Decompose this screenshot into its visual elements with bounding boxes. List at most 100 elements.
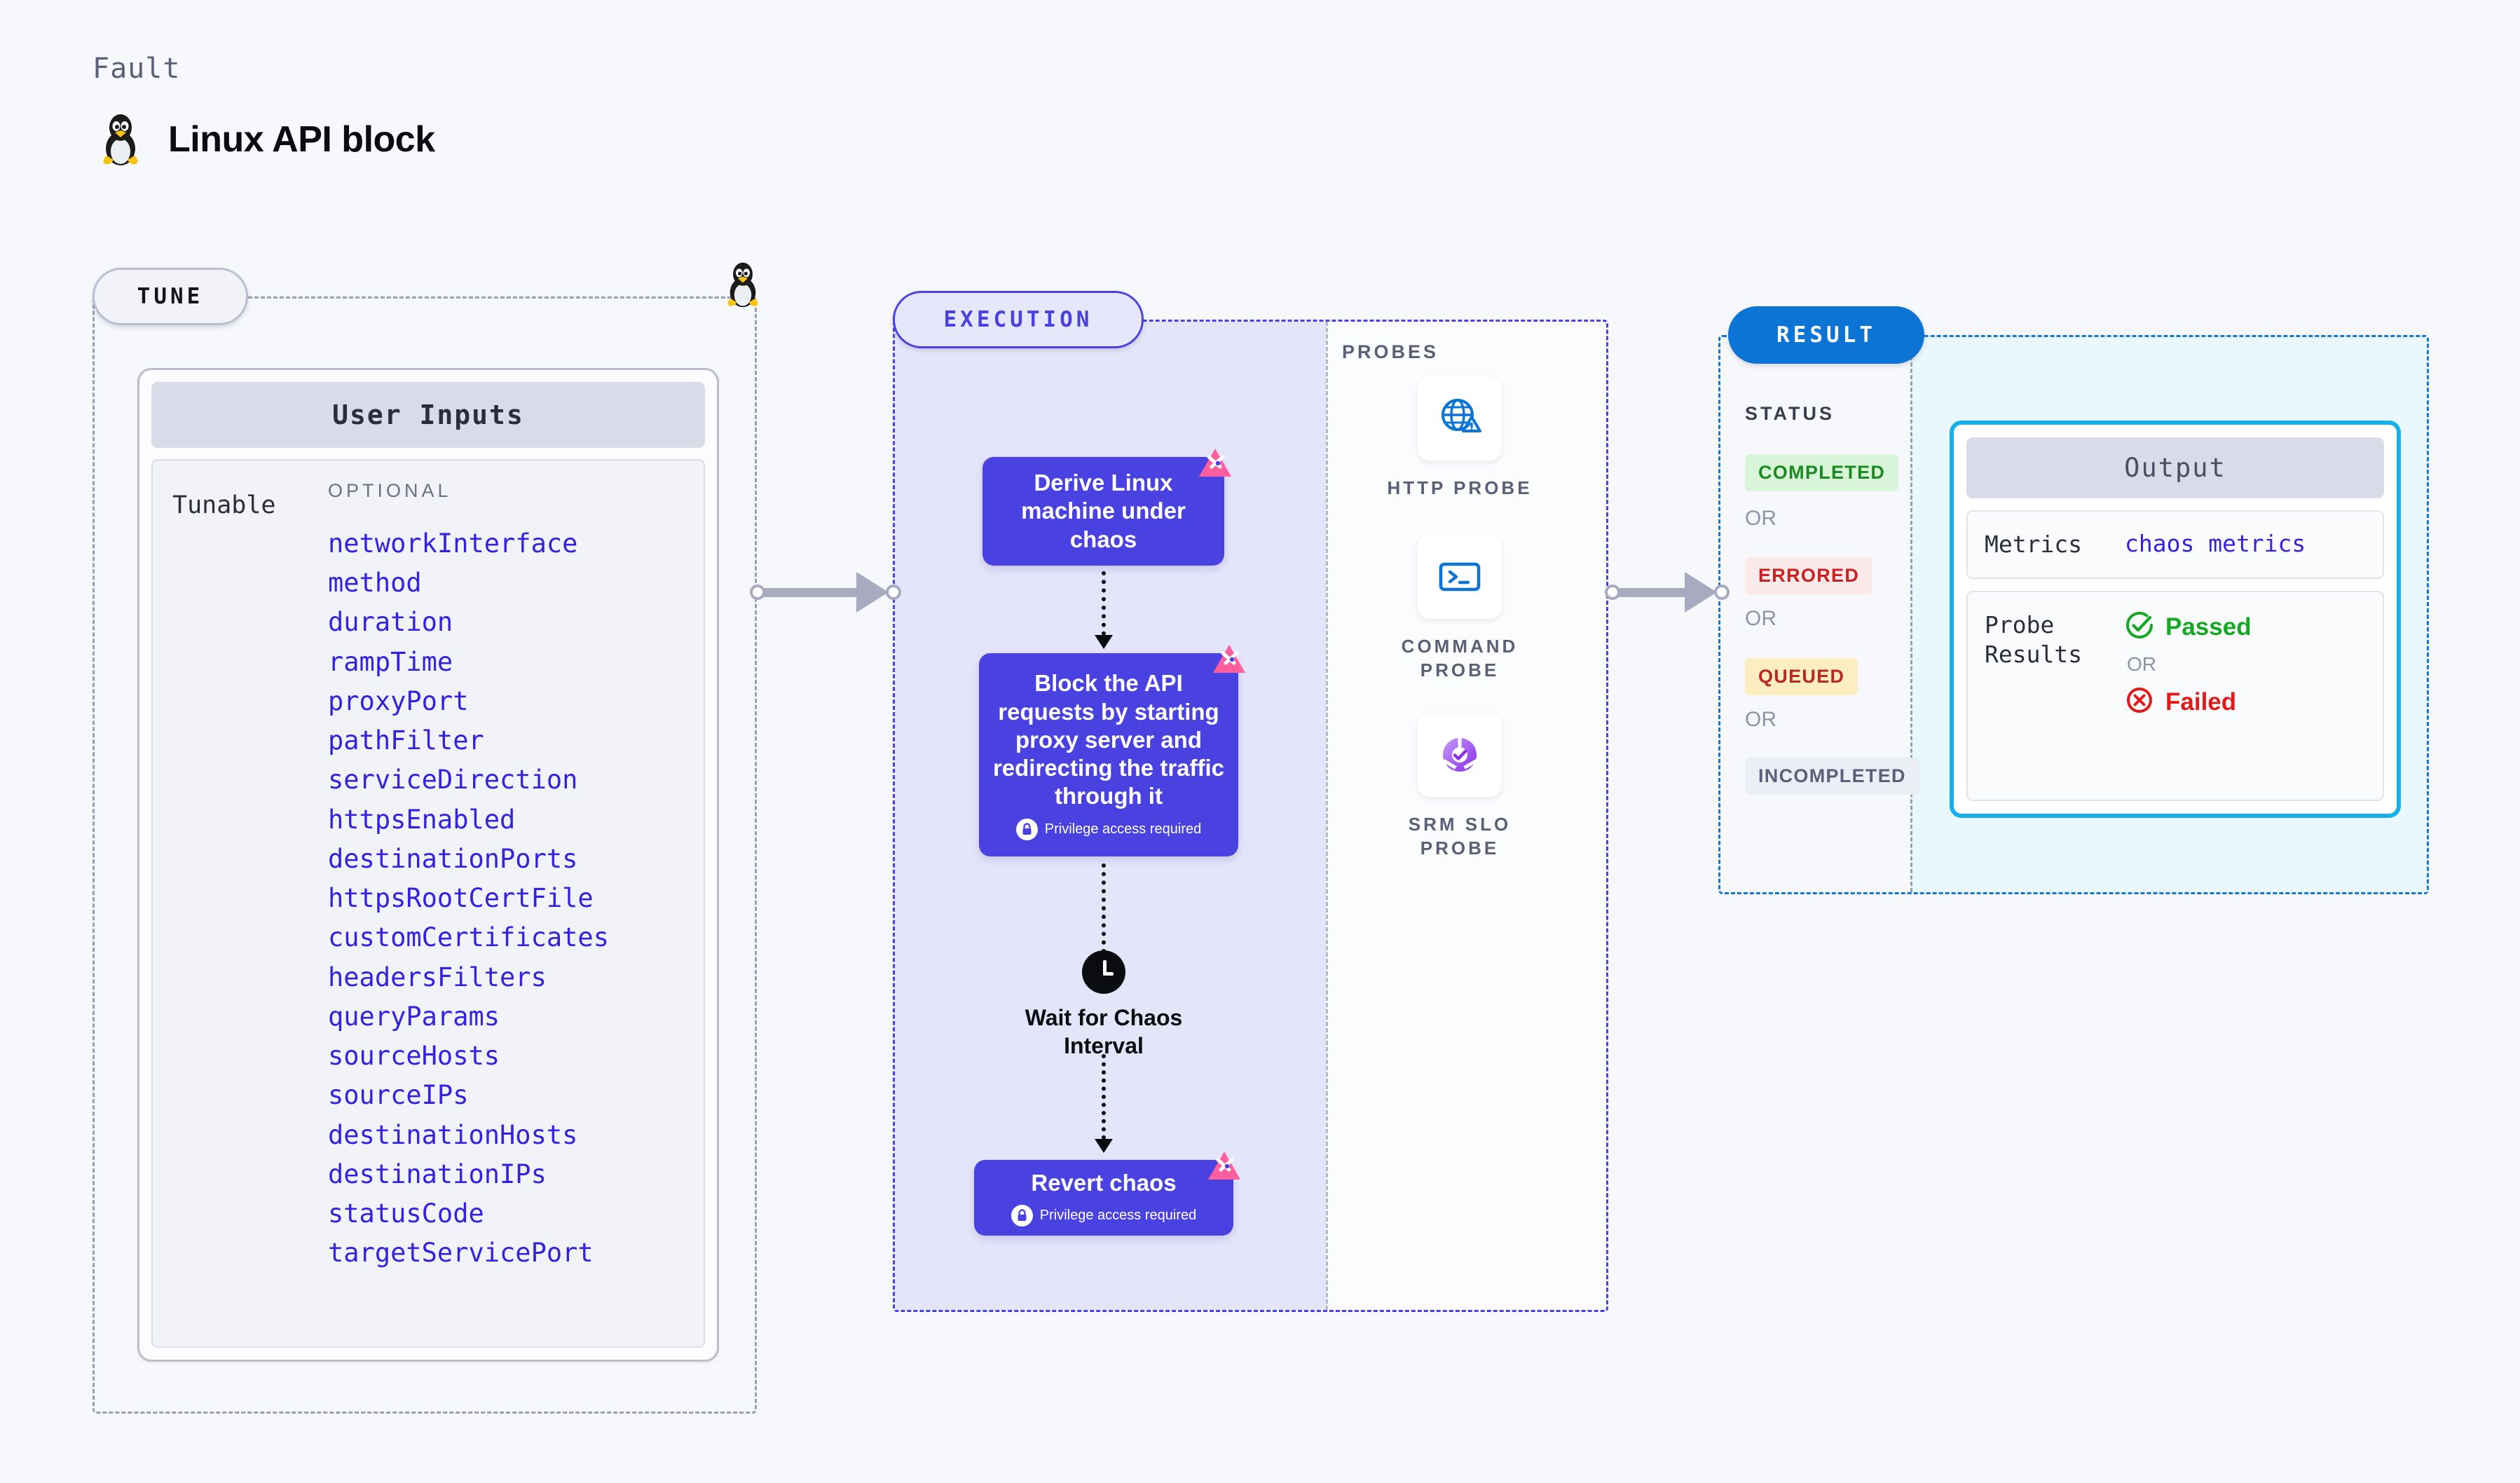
connector-start-dot [750, 585, 765, 600]
status-badge-errored: ERRORED [1745, 557, 1873, 594]
execution-node-derive[interactable]: Derive Linux machine under chaos [982, 449, 1231, 566]
flow-arrow-stem [1102, 571, 1106, 636]
output-row-metrics: Metrics chaos metrics [1966, 510, 2384, 580]
output-metrics-value[interactable]: chaos metrics [2125, 530, 2306, 557]
page-title-row: Linux API block [98, 112, 435, 167]
probe-result-or-separator: OR [2127, 653, 2156, 676]
param-statusCode[interactable]: statusCode [328, 1198, 484, 1229]
result-chip[interactable]: RESULT [1728, 306, 1924, 364]
output-card: Output Metrics chaos metrics Probe Resul… [1950, 421, 2401, 818]
privilege-access-badge: Privilege access required [1011, 1205, 1196, 1227]
litmus-logo-icon [1196, 446, 1234, 484]
execution-probes-divider [1326, 322, 1328, 1310]
param-destinationIPs[interactable]: destinationIPs [328, 1159, 547, 1189]
param-serviceDirection[interactable]: serviceDirection [328, 765, 578, 795]
page-title: Linux API block [168, 119, 435, 160]
flow-arrow-tip [1095, 1139, 1113, 1153]
param-queryParams[interactable]: queryParams [328, 1001, 500, 1032]
execution-node-revert-chaos[interactable]: Revert chaos Privilege access required [974, 1151, 1240, 1236]
probe-http[interactable]: HTTP PROBE [1379, 376, 1540, 500]
status-badge-incompleted: INCOMPLETED [1745, 758, 1919, 795]
output-probe-results-key: Probe Results [1985, 611, 2083, 669]
param-pathFilter[interactable]: pathFilter [328, 725, 484, 756]
param-duration[interactable]: duration [328, 607, 453, 638]
clock-icon [1082, 950, 1125, 994]
param-httpsRootCertFile[interactable]: httpsRootCertFile [328, 883, 594, 914]
output-metrics-key: Metrics [1985, 531, 2083, 558]
param-customCertificates[interactable]: customCertificates [328, 922, 609, 953]
connector-start-dot [1605, 585, 1620, 600]
param-method[interactable]: method [328, 568, 422, 599]
connector-end-dot [1714, 585, 1730, 600]
user-inputs-body: Tunable OPTIONAL networkInterface method… [151, 459, 705, 1348]
execution-node-block-api[interactable]: Block the API requests by starting proxy… [979, 645, 1245, 856]
flow-arrow-stem [1102, 1054, 1106, 1140]
probe-http-label: HTTP PROBE [1387, 477, 1533, 498]
output-row-probe-results: Probe Results Passed OR [1966, 591, 2384, 801]
tune-region [93, 296, 757, 1414]
status-column-title: STATUS [1745, 403, 1835, 424]
param-sourceHosts[interactable]: sourceHosts [328, 1041, 500, 1072]
execution-node-revert-chaos-title: Revert chaos [1031, 1169, 1177, 1196]
execution-node-wait-interval[interactable]: Wait for Chaos Interval [1002, 950, 1205, 1060]
probe-command-label: COMMAND PROBE [1401, 636, 1519, 681]
param-targetServicePort[interactable]: targetServicePort [328, 1238, 594, 1269]
slo-donut-check-icon [1418, 713, 1502, 797]
check-circle-icon [2125, 610, 2154, 643]
status-badge-completed: COMPLETED [1745, 454, 1899, 491]
connector-execution-to-result [1605, 572, 1730, 613]
output-card-title: Output [1966, 437, 2384, 498]
probe-srm-slo-label: SRM SLO PROBE [1408, 814, 1512, 859]
probe-result-failed-label: Failed [2165, 688, 2237, 716]
litmus-logo-icon [1210, 642, 1248, 680]
litmus-logo-icon [1205, 1149, 1243, 1187]
lock-icon [1015, 818, 1038, 840]
probe-result-passed: Passed [2125, 610, 2252, 643]
optional-params-column: OPTIONAL networkInterface method duratio… [328, 480, 704, 1346]
flow-arrow-stem [1102, 863, 1106, 953]
probe-results-values: Passed OR Failed [2125, 610, 2252, 718]
privilege-access-badge: Privilege access required [1015, 818, 1202, 840]
param-proxyPort[interactable]: proxyPort [328, 685, 469, 716]
optional-group-tag: OPTIONAL [328, 480, 452, 501]
param-httpsEnabled[interactable]: httpsEnabled [328, 804, 516, 835]
param-destinationPorts[interactable]: destinationPorts [328, 843, 578, 874]
param-sourceIPs[interactable]: sourceIPs [328, 1080, 469, 1111]
connector-end-dot [886, 585, 901, 600]
param-networkInterface[interactable]: networkInterface [328, 528, 578, 559]
probe-srm-slo[interactable]: SRM SLO PROBE [1379, 713, 1540, 861]
cross-circle-icon [2125, 685, 2154, 718]
param-destinationHosts[interactable]: destinationHosts [328, 1119, 578, 1150]
connector-line [763, 587, 861, 597]
probe-command[interactable]: COMMAND PROBE [1379, 535, 1540, 683]
user-inputs-title: User Inputs [151, 382, 705, 448]
param-headersFilters[interactable]: headersFilters [328, 962, 547, 992]
probes-section-title: PROBES [1342, 341, 1439, 362]
connector-arrow-head [1685, 572, 1717, 613]
user-inputs-card: User Inputs Tunable OPTIONAL networkInte… [137, 368, 719, 1362]
execution-node-block-api-title: Block the API requests by starting proxy… [992, 670, 1225, 809]
status-or-separator: OR [1745, 507, 1776, 530]
connector-arrow-head [856, 572, 889, 613]
result-status-divider [1910, 337, 1912, 892]
probe-result-passed-label: Passed [2165, 613, 2252, 641]
execution-chip[interactable]: EXECUTION [893, 291, 1144, 348]
result-region [1718, 335, 2429, 894]
linux-tux-penguin-icon [98, 112, 143, 167]
terminal-prompt-icon [1418, 535, 1502, 619]
status-or-separator: OR [1745, 708, 1776, 731]
flow-arrow-tip [1095, 635, 1113, 649]
connector-line [1618, 587, 1690, 597]
param-rampTime[interactable]: rampTime [328, 646, 453, 677]
status-or-separator: OR [1745, 607, 1776, 630]
page-eyebrow: Fault [93, 53, 181, 85]
connector-tune-to-execution [750, 572, 901, 613]
tune-chip[interactable]: TUNE [93, 268, 248, 325]
linux-tux-penguin-icon [723, 261, 762, 312]
globe-warning-icon [1418, 376, 1502, 460]
execution-node-derive-title: Derive Linux machine under chaos [1021, 470, 1186, 552]
privilege-access-label: Privilege access required [1044, 821, 1202, 837]
tunable-label: Tunable [172, 491, 276, 519]
lock-icon [1011, 1205, 1033, 1227]
